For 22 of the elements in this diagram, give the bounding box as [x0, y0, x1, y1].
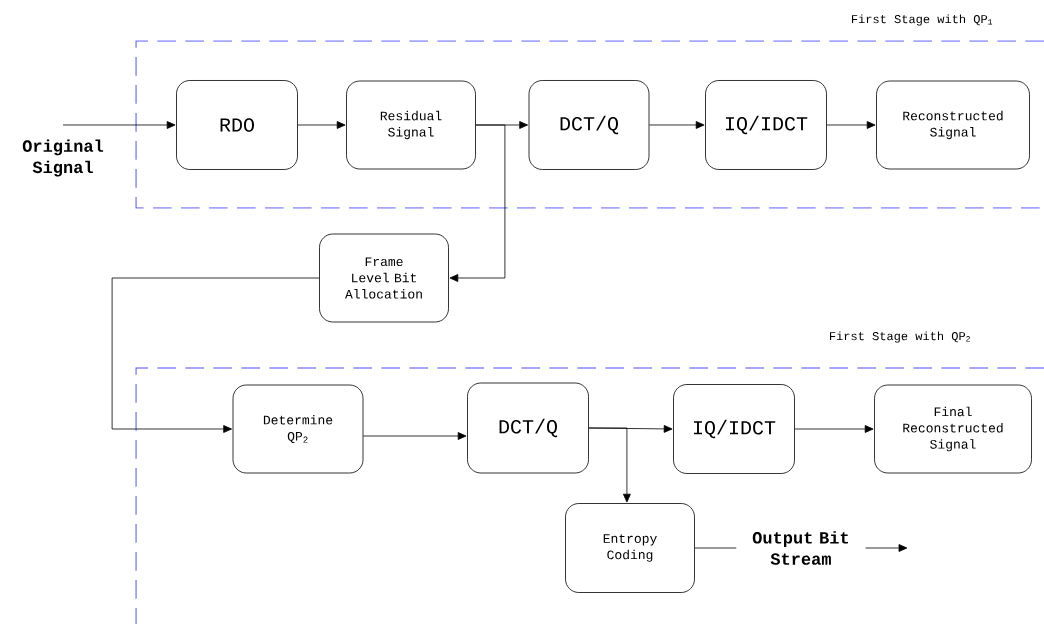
process-box: IQ/IDCT [705, 80, 827, 170]
process-box: Frame Level Bit Allocation [319, 233, 449, 323]
arrow [794, 425, 874, 433]
arrow [588, 427, 631, 503]
arrow [297, 121, 346, 129]
process-box: DCT/Q [528, 80, 650, 170]
process-box: RDO [176, 80, 298, 170]
process-box: Final Reconstructed Signal [874, 384, 1032, 474]
signal-label: Original Signal [22, 139, 104, 177]
process-box: DCT/Q [467, 382, 589, 474]
arrow [649, 121, 705, 129]
arrow [363, 432, 467, 440]
process-box: IQ/IDCT [673, 384, 795, 474]
arrow [826, 121, 876, 129]
process-box: Reconstructed Signal [876, 80, 1030, 170]
arrow [111, 277, 320, 433]
arrow [62, 121, 176, 129]
process-box: Residual Signal [346, 80, 476, 170]
process-box: Entropy Coding [565, 503, 695, 593]
arrow [449, 124, 506, 282]
edge-label: Output Bit Stream [736, 529, 866, 567]
process-box: Determine QP$_{2}$ [232, 384, 364, 474]
